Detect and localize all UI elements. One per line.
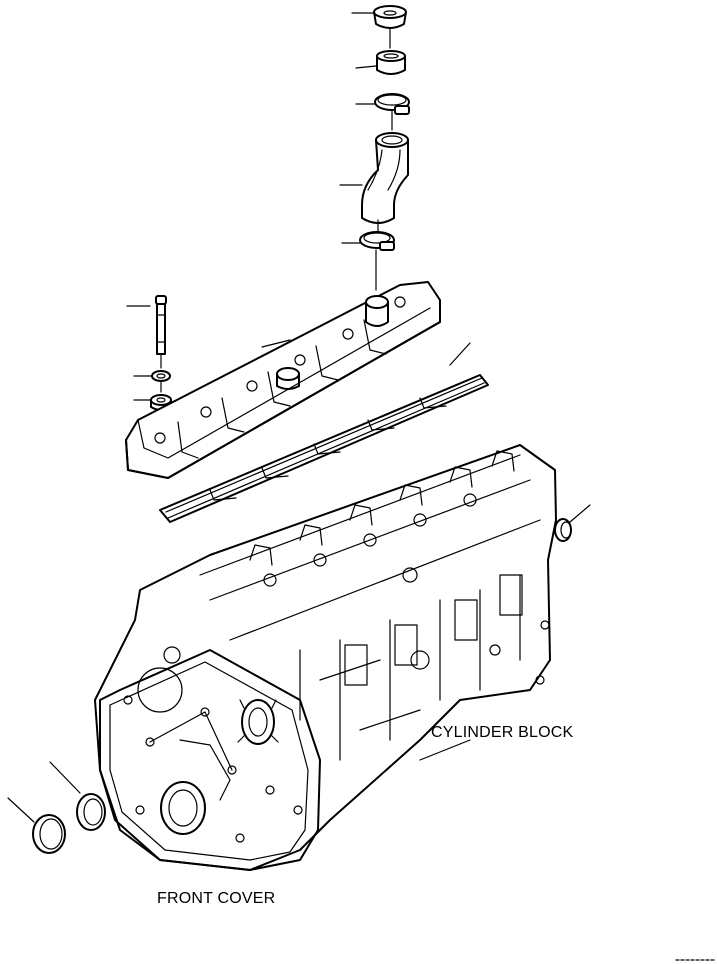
bushing — [376, 50, 406, 75]
head-cover-gasket — [159, 374, 489, 523]
stud-bolt — [155, 295, 167, 369]
breather-hose — [361, 132, 409, 233]
front-oil-seal — [76, 793, 106, 831]
breather-cap — [373, 5, 407, 49]
front-cover — [99, 646, 321, 871]
front-cap — [32, 814, 66, 854]
blind-plug — [554, 518, 572, 542]
sealing-washer — [151, 370, 171, 393]
leader-lines — [7, 12, 591, 823]
front-cover-label: FRONT COVER — [157, 890, 276, 907]
cylinder-block-label: CYLINDER BLOCK — [431, 724, 574, 741]
hose-clamp-lower — [359, 231, 395, 291]
cylinder-head-cover — [125, 281, 441, 479]
hose-clamp-upper — [374, 93, 410, 131]
